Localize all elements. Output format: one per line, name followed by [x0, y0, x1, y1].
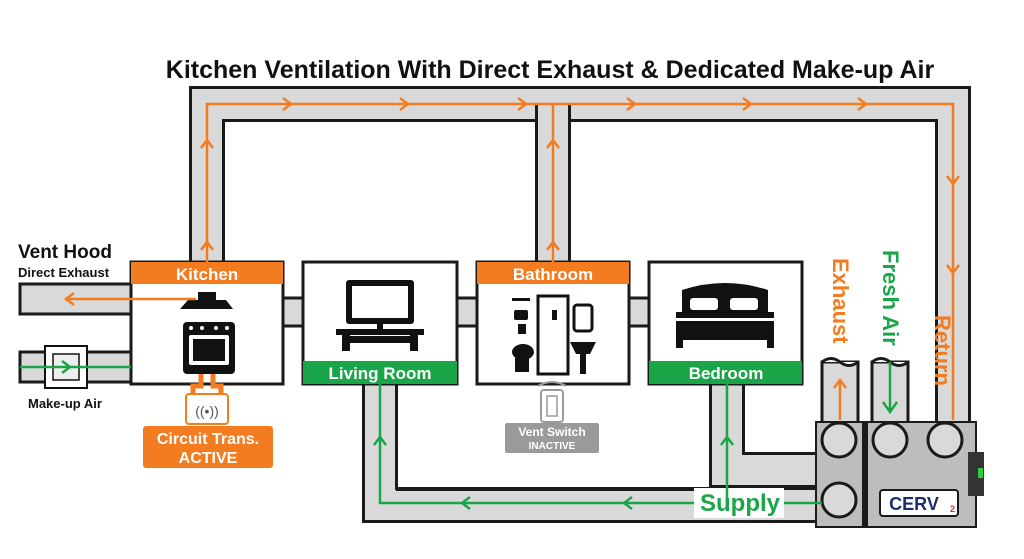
wifi-icon: ((•)) [195, 403, 219, 419]
bed-icon [676, 283, 774, 348]
return-label: Return [930, 315, 955, 386]
diagram-title: Kitchen Ventilation With Direct Exhaust … [166, 56, 935, 84]
supply-label-bg [694, 488, 784, 518]
cerv-device: CERV 2 [815, 421, 984, 528]
tv-icon [336, 280, 424, 351]
exhaust-label: Exhaust [828, 258, 853, 344]
direct-exhaust-label: Direct Exhaust [18, 265, 110, 280]
vent-switch-label: Vent Switch [518, 425, 585, 439]
room-living: Living Room [301, 260, 459, 386]
cerv-model: 2 [950, 504, 955, 514]
vent-hood-label: Vent Hood [18, 242, 112, 263]
circuit-status: ACTIVE [179, 450, 238, 467]
room-bathroom: Bathroom [475, 260, 631, 386]
vent-hood-icon [180, 300, 233, 309]
room-label-kitchen: Kitchen [176, 265, 238, 284]
room-label-bathroom: Bathroom [513, 265, 593, 284]
vent-switch: Vent Switch INACTIVE [505, 381, 599, 453]
stove-icon [183, 322, 235, 374]
circuit-transformer: ((•)) Circuit Trans. ACTIVE [143, 374, 273, 468]
cerv-logo: CERV [889, 494, 939, 514]
vent-switch-status: INACTIVE [529, 441, 576, 452]
room-bedroom: Bedroom [647, 260, 804, 386]
supply-label: Supply [700, 490, 781, 517]
room-kitchen: Kitchen [129, 260, 285, 386]
circuit-label-line1: Circuit Trans. [157, 431, 259, 448]
room-label-bedroom: Bedroom [689, 364, 764, 383]
fresh-air-label: Fresh Air [878, 250, 903, 346]
room-label-living-room: Living Room [329, 364, 432, 383]
airflow-arrows [20, 97, 960, 510]
makeup-air-label: Make-up Air [28, 396, 102, 411]
bathroom-fixtures-icon [512, 294, 596, 376]
